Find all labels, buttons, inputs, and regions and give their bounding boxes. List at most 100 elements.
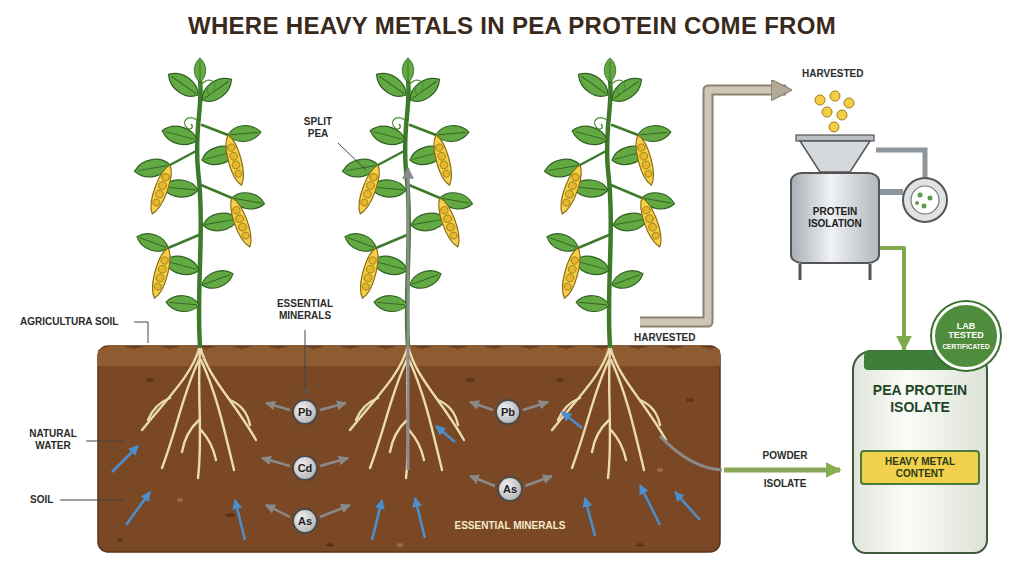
- label-box: NATURAL WATER: [24, 428, 82, 452]
- soil-block: [146, 378, 154, 382]
- label-box: ESSENTIAL MINERALS: [265, 298, 345, 322]
- label-box: ESSENTIAL MINERALS: [430, 520, 590, 532]
- water-arrow: [112, 446, 138, 472]
- node-text: LAB TESTED: [941, 322, 991, 342]
- soil-block: [397, 543, 403, 547]
- powder-arrow: [660, 436, 840, 470]
- product-jar: PEA PROTEIN ISOLATE HEAVY METAL CONTENT: [852, 350, 988, 554]
- water-arrow: [436, 426, 455, 442]
- step-label: ISOLATE: [764, 478, 807, 489]
- soil-block: [326, 543, 334, 547]
- metal-uptake-arrow: [320, 505, 350, 517]
- processing-plant: [922, 204, 927, 209]
- soil-block: [686, 398, 694, 402]
- powder-arrow: [724, 468, 840, 473]
- step-label: HARVESTED: [802, 68, 864, 79]
- water-arrow: [640, 485, 660, 525]
- node-text: Pb: [501, 406, 515, 418]
- node-text: PEA PROTEIN ISOLATE: [860, 382, 980, 416]
- metal-circle: As: [292, 508, 318, 534]
- uptake-arrow: [407, 168, 410, 470]
- part-label: ESSENTIAL MINERALS: [277, 298, 333, 321]
- metal-uptake-arrow: [320, 403, 346, 410]
- node-text: HEAVY METAL CONTENT: [866, 456, 974, 479]
- title-block: WHERE HEAVY METALS IN PEA PROTEIN COME F…: [0, 12, 1024, 40]
- pea-plant: [133, 58, 266, 478]
- processing-plant: [903, 178, 947, 222]
- step-label: POWDER: [763, 450, 808, 461]
- label-box: HARVESTED: [634, 332, 696, 344]
- metal-uptake-arrow: [523, 402, 548, 410]
- soil-block: [177, 468, 663, 547]
- node-text: CERTIFICATED: [942, 343, 989, 350]
- water-arrow: [126, 492, 150, 525]
- node-text: Cd: [298, 462, 313, 474]
- pea-plant: [341, 58, 474, 478]
- metal-circle: Pb: [292, 399, 318, 425]
- diagram-title: WHERE HEAVY METALS IN PEA PROTEIN COME F…: [188, 12, 836, 39]
- processing-plant: [911, 186, 939, 214]
- label-box: POWDER: [745, 450, 825, 462]
- part-label: AGRICULTURA SOIL: [20, 316, 118, 327]
- label-box: SOIL: [30, 494, 53, 506]
- metal-circle: As: [497, 476, 523, 502]
- part-label: ESSENTIAL MINERALS: [455, 520, 566, 531]
- metal-circle: Pb: [495, 399, 521, 425]
- soil-block: [177, 498, 183, 502]
- harvest-pipe: [640, 90, 788, 322]
- water-arrow: [415, 498, 425, 538]
- harvested-peas: [830, 91, 840, 101]
- metal-circle: Cd: [292, 455, 318, 481]
- node-text: As: [503, 483, 517, 495]
- label-box: HARVESTED: [802, 68, 864, 80]
- harvested-peas: [822, 107, 832, 117]
- node-text: PROTEIN ISOLATION: [798, 206, 872, 230]
- jar-label: HEAVY METAL CONTENT: [860, 450, 980, 485]
- metal-uptake-arrow: [266, 403, 290, 410]
- label-box: ISOLATE: [745, 478, 825, 490]
- soil-block: [636, 543, 644, 547]
- processing-plant: [876, 150, 925, 178]
- node-text: Pb: [298, 406, 312, 418]
- soil-block: [225, 513, 235, 517]
- leader-line: [134, 322, 148, 343]
- soil-block: [657, 468, 663, 472]
- metal-uptake-arrow: [266, 505, 290, 517]
- node-text: As: [298, 515, 312, 527]
- leader-line: [60, 500, 124, 501]
- processing-plant: [928, 196, 933, 201]
- label-box: AGRICULTURA SOIL: [20, 316, 118, 328]
- water-arrow: [372, 500, 382, 540]
- processing-plant: [800, 141, 870, 172]
- harvest-pipe: [640, 90, 788, 322]
- lab-badge: LAB TESTEDCERTIFICATED: [932, 302, 1000, 370]
- isolation-tank: PROTEIN ISOLATION: [790, 172, 880, 264]
- label-box: SPLIT PEA: [296, 116, 340, 140]
- harvested-peas: [844, 98, 854, 108]
- powder-arrow: [660, 436, 722, 470]
- pea-plant: [543, 58, 676, 478]
- part-label: SOIL: [30, 494, 53, 505]
- metal-uptake-arrow: [262, 458, 290, 466]
- metal-uptake-arrow: [525, 476, 552, 486]
- processing-plant: [880, 189, 903, 195]
- leader-line: [305, 330, 306, 394]
- processing-plant: [800, 264, 870, 280]
- metal-uptake-arrow: [470, 476, 495, 486]
- processing-plant: [796, 135, 874, 141]
- water-arrow: [112, 412, 700, 540]
- water-arrow: [235, 500, 245, 540]
- processing-plant: [915, 201, 919, 205]
- water-arrow: [675, 492, 700, 520]
- harvest-pipe: [640, 90, 786, 322]
- soil-block: [117, 378, 694, 547]
- water-arrow: [585, 498, 595, 536]
- metal-uptake-arrow: [320, 458, 348, 466]
- pea-plant: [133, 58, 676, 478]
- metal-uptake-arrow: [470, 402, 493, 410]
- water-arrow: [562, 412, 582, 428]
- step-label: HARVESTED: [634, 332, 696, 343]
- leader-line: [338, 143, 366, 170]
- soil-block: [465, 378, 475, 382]
